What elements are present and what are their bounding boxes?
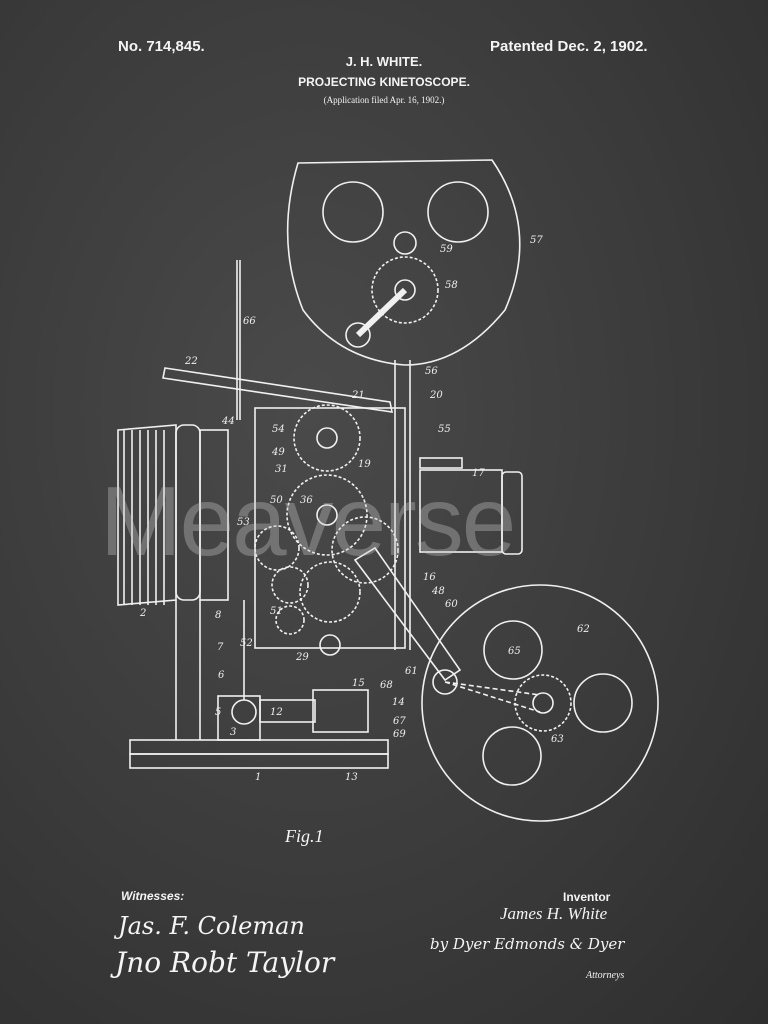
figure-label: Fig.1 [285,826,324,846]
reference-numeral: 69 [393,729,406,740]
attorney-signature: by Dyer Edmonds & Dyer [430,935,625,953]
upper-reel-housing [286,159,521,366]
reference-numeral: 54 [272,424,285,435]
patent-date: Patented Dec. 2, 1902. [490,38,648,55]
reference-numeral: 5 [215,707,221,718]
reference-numeral: 1 [255,772,261,783]
lever-arm [162,367,394,413]
reference-numeral: 61 [405,666,418,677]
gear [331,516,399,584]
sprocket [393,231,417,255]
reference-numeral: 12 [270,707,283,718]
reference-numeral: 7 [217,642,224,653]
reference-numeral: 19 [358,459,371,470]
gear [254,525,300,571]
reference-numeral: 31 [275,464,288,475]
gear [286,474,368,556]
attorneys-label: Attorneys [586,970,625,981]
patent-number: No. 714,845. [118,38,205,55]
reference-numeral: 50 [270,495,283,506]
reference-numeral: 56 [425,366,438,377]
gear-hub [394,279,416,301]
reference-numeral: 63 [551,734,564,745]
reference-numeral: 52 [240,638,253,649]
reference-numeral: 15 [352,678,365,689]
reference-numeral: 14 [392,697,405,708]
gear [293,404,361,472]
reference-numeral: 59 [440,244,453,255]
witnesses-label: Witnesses: [121,889,185,903]
crank-arm [353,546,462,682]
reference-numeral: 55 [438,424,451,435]
base [129,739,389,755]
reference-numeral: 51 [270,606,283,617]
lower-reel [421,584,659,822]
reference-numeral: 62 [577,624,590,635]
reference-numeral: 49 [271,447,285,458]
patent-title: PROJECTING KINETOSCOPE. [298,75,470,89]
reference-numeral: 13 [345,772,358,783]
reference-numeral: 8 [215,610,221,621]
inventor-name: James H. White [500,904,608,923]
reference-numeral: 53 [237,517,250,528]
gear [271,566,309,604]
watermark: Meaverse [100,466,516,576]
upper-reel-hole [427,181,489,243]
application-date: (Application filed Apr. 16, 1902.) [323,95,445,105]
witness-signature-2: Jno Robt Taylor [115,946,335,979]
gear [371,256,439,324]
lens [419,457,523,555]
reference-numeral: 16 [423,572,436,583]
reference-numeral: 20 [429,390,443,401]
inventor-label: Inventor [563,890,611,904]
upper-reel-hole [322,181,384,243]
reference-numeral: 60 [445,599,458,610]
reference-numeral: 22 [184,356,198,367]
reference-numeral: 65 [508,646,521,657]
reference-numeral: 58 [445,280,458,291]
reference-numeral: 6 [218,670,225,681]
reference-numeral: 66 [243,316,256,327]
reference-numeral: 57 [530,235,543,246]
reference-numeral: 2 [139,608,146,619]
gear [299,561,361,623]
gear [275,605,305,635]
reference-numeral: 21 [351,390,365,401]
frame [254,407,406,649]
reference-numeral: 67 [393,716,406,727]
reference-numeral: 3 [230,727,236,738]
reference-numeral: 48 [431,586,445,597]
reference-numeral: 44 [221,416,235,427]
crank-knob [345,322,371,348]
reference-numeral: 68 [380,680,393,691]
reference-numeral: 36 [300,495,313,506]
witness-signature-1: Jas. F. Coleman [118,912,305,940]
reference-numeral: 17 [472,468,485,479]
inventor-heading: J. H. WHITE. [345,54,423,69]
reference-numeral: 29 [295,652,309,663]
